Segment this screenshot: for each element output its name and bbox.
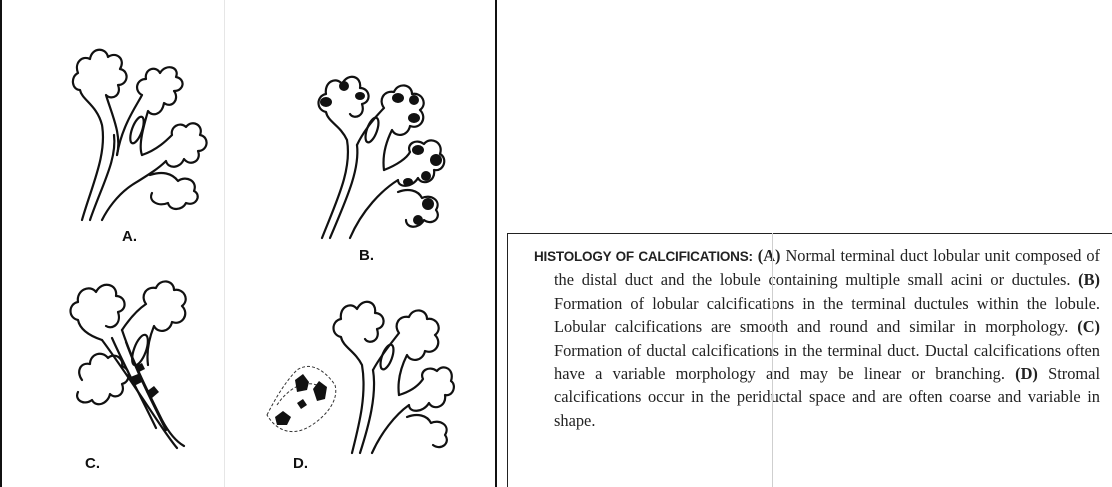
tdlu-illustration-b — [302, 60, 452, 240]
figure-caption: HISTOLOGY OF CALCIFICATIONS: (A) Normal … — [534, 244, 1100, 432]
panel-label-d: D. — [293, 455, 308, 472]
caption-part-d-label: (D) — [1015, 364, 1038, 383]
tdlu-illustration-a — [62, 35, 222, 225]
caption-part-a-label: (A) — [758, 246, 781, 265]
tdlu-illustration-d — [257, 285, 457, 455]
scan-fold-line — [772, 233, 773, 487]
tdlu-illustration-c — [62, 270, 212, 450]
panel-label-c: C. — [85, 455, 100, 472]
panel-label-b: B. — [359, 247, 374, 264]
figure-panel: A. — [0, 0, 497, 487]
caption-heading: HISTOLOGY OF CALCIFICATIONS: — [534, 249, 753, 264]
figure-divider — [224, 0, 225, 487]
caption-part-b-label: (B) — [1078, 270, 1100, 289]
figure-caption-box: HISTOLOGY OF CALCIFICATIONS: (A) Normal … — [507, 233, 1112, 487]
caption-part-c-label: (C) — [1077, 317, 1100, 336]
caption-part-b-text: Formation of lobular calcifications in t… — [554, 294, 1100, 336]
panel-label-a: A. — [122, 228, 137, 245]
